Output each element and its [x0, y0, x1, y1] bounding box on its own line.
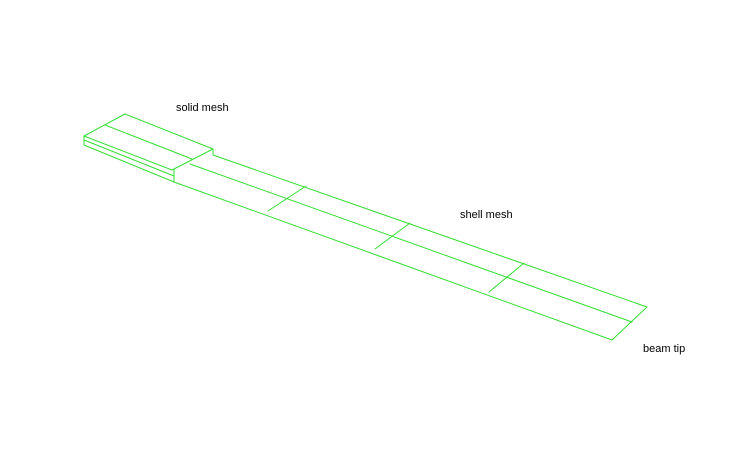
shell-mesh-upper-edge	[212, 154, 648, 308]
solid-mesh-front-face	[83, 135, 175, 183]
shell-mesh-element-edge-3	[488, 262, 525, 293]
mesh-lines	[83, 113, 648, 341]
shell-mesh-tip-edge	[611, 306, 648, 341]
solid-mesh-front-midline	[83, 139, 175, 177]
shell-mesh-centerline	[189, 163, 633, 323]
shell-mesh-lower-edge	[173, 181, 613, 341]
shell-mesh-element-edge-1	[267, 185, 307, 212]
solid-mesh-label: solid mesh	[176, 102, 229, 114]
solid-mesh	[83, 113, 214, 183]
shell-mesh-element-edge-2	[374, 222, 411, 250]
shell-mesh	[173, 154, 648, 341]
solid-mesh-top-midline	[104, 124, 193, 160]
shell-mesh-label: shell mesh	[460, 209, 513, 221]
beam-tip-label: beam tip	[643, 343, 686, 355]
